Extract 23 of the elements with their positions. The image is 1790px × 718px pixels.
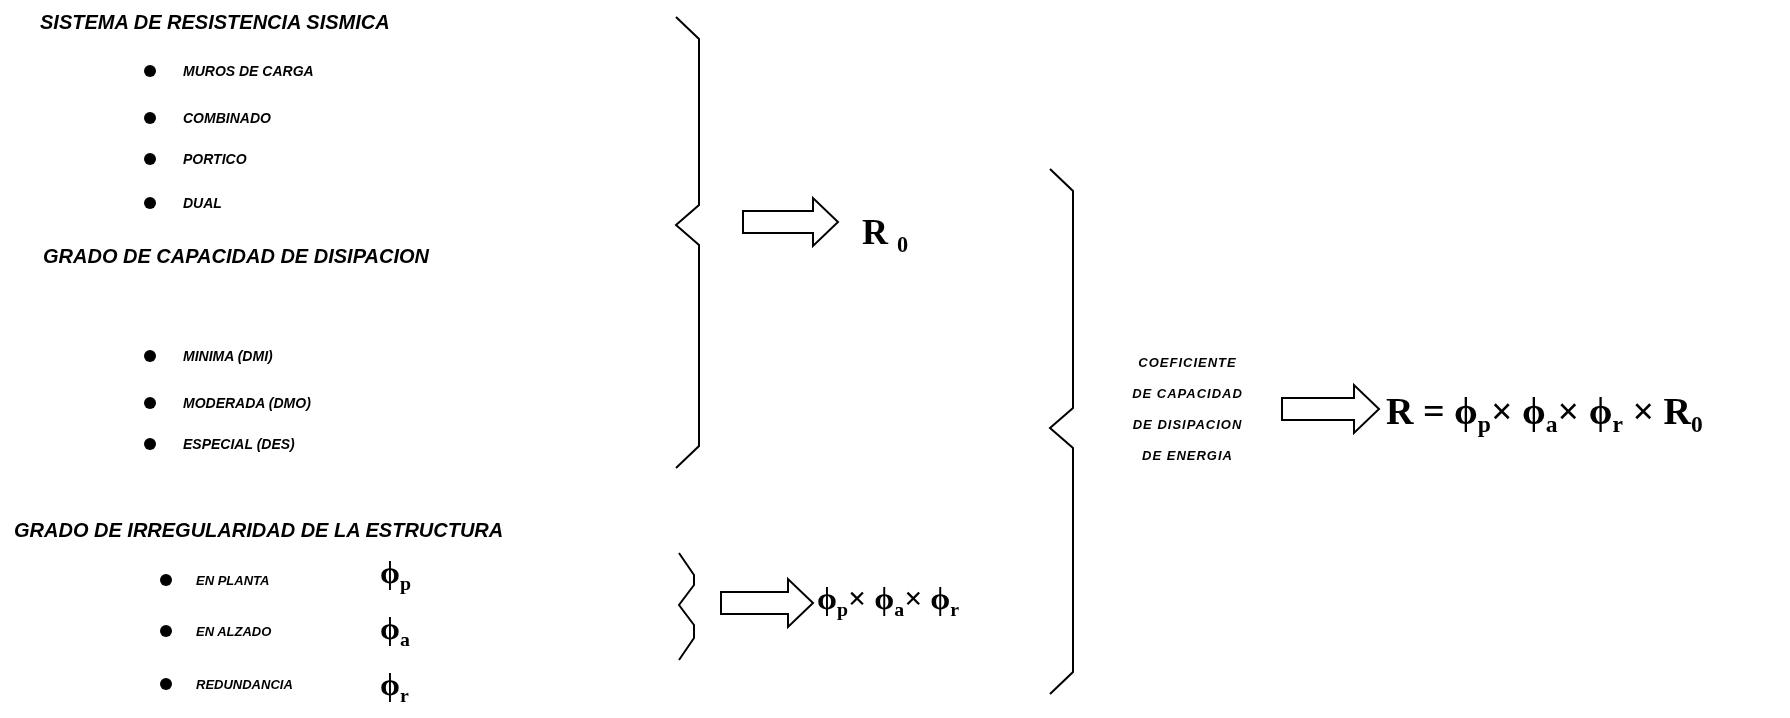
block-arrow (1281, 382, 1381, 436)
list-item: MINIMA (DMI) (183, 349, 273, 363)
factor-symbol: ϕ$_{r}$ (380, 668, 409, 706)
list-item: PORTICO (183, 152, 247, 166)
list-item: DUAL (183, 196, 222, 210)
block-arrow (742, 195, 840, 249)
list-item: MODERADA (DMO) (183, 396, 311, 410)
section-heading: GRADO DE CAPACIDAD DE DISIPACION (43, 246, 429, 266)
list-item: COMBINADO (183, 111, 271, 125)
list-item: MUROS DE CARGA (183, 64, 314, 78)
list-item: ESPECIAL (DES) (183, 437, 295, 451)
list-item: EN ALZADO (196, 624, 272, 638)
list-item: REDUNDANCIA (196, 677, 293, 691)
list-item: EN PLANTA (196, 573, 270, 587)
formula-text: R $_{0}$ (838, 214, 909, 257)
formula-text: ϕ$_{p}$× ϕ$_{a}$× ϕ$_{r}$ (813, 582, 960, 620)
coefficient-text: COEFICIENTE DE CAPACIDAD DE DISIPACION DE ENERGIA (1128, 347, 1282, 471)
section-heading: SISTEMA DE RESISTENCIA SISMICA (40, 12, 390, 32)
section-heading: GRADO DE IRREGULARIDAD DE LA ESTRUCTURA (14, 520, 504, 540)
formula-text: R = ϕ$_{p}$× ϕ$_{a}$× ϕ$_{r}$ × R$_{0}$ (1379, 392, 1703, 437)
factor-symbol: ϕ$_{p}$ (380, 556, 411, 594)
factor-symbol: ϕ$_{a}$ (380, 612, 410, 650)
block-arrow (720, 576, 815, 630)
